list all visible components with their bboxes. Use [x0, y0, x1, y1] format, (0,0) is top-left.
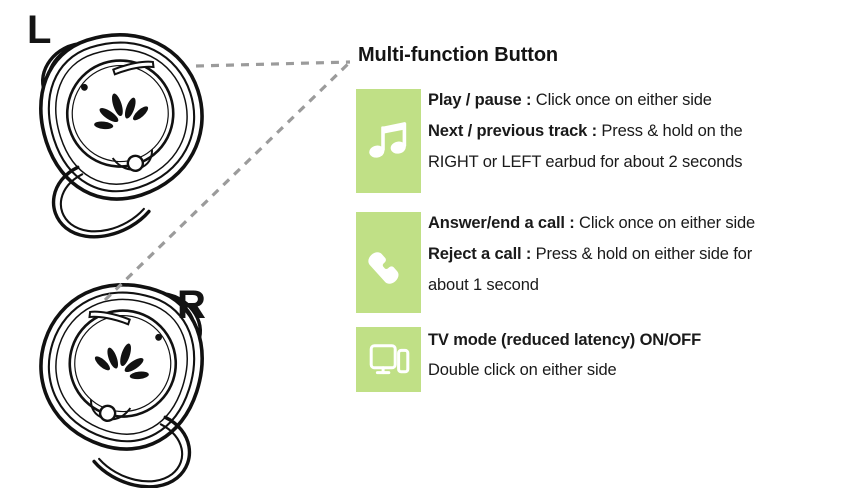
line-label: Play / pause :	[428, 91, 532, 109]
text-line: RIGHT or LEFT earbud for about 2 seconds	[428, 147, 846, 178]
text-line: Play / pause : Click once on either side	[428, 85, 846, 116]
leader-line-right	[103, 60, 352, 302]
text-line: Double click on either side	[428, 355, 846, 385]
leader-line-left	[195, 60, 351, 68]
music-note-glyph	[368, 122, 406, 158]
text-line: about 1 second	[428, 270, 846, 301]
text-line: Answer/end a call : Click once on either…	[428, 208, 846, 239]
functions-panel: Multi-function Button Play / pause : Cli…	[350, 0, 846, 488]
text-line: Reject a call : Press & hold on either s…	[428, 239, 846, 270]
line-label: Answer/end a call :	[428, 214, 575, 232]
line-body: Click once on either side	[531, 91, 712, 109]
page-title: Multi-function Button	[358, 44, 559, 66]
line-body: Press & hold on the	[596, 122, 743, 140]
line-label: Reject a call :	[428, 245, 532, 263]
earbud-label-right: R	[177, 283, 206, 327]
earbuds-svg	[39, 32, 352, 488]
text-line: Next / previous track : Press & hold on …	[428, 116, 846, 147]
line-label: Next / previous track :	[428, 122, 597, 140]
function-row-playback-text: Play / pause : Click once on either side…	[428, 85, 846, 178]
earbud-right	[39, 282, 204, 488]
tv-cast-icon	[356, 327, 421, 392]
line-body: Press & hold on either side for	[531, 245, 753, 263]
tv-cast-glyph	[369, 343, 409, 374]
phone-handset-icon	[356, 212, 421, 313]
earbud-label-left: L	[27, 8, 52, 52]
earbuds-illustration: L R	[0, 0, 352, 488]
line-label: TV mode (reduced latency) ON/OFF	[428, 331, 701, 349]
phone-handset-glyph	[367, 251, 399, 284]
text-line: TV mode (reduced latency) ON/OFF	[428, 325, 846, 355]
line-body: RIGHT or LEFT earbud for about 2 seconds	[428, 153, 743, 171]
line-body: about 1 second	[428, 276, 539, 294]
line-body: Click once on either side	[574, 214, 756, 232]
earbud-left	[39, 32, 204, 239]
line-body: Double click on either side	[428, 361, 617, 379]
function-row-tv-mode-text: TV mode (reduced latency) ON/OFF Double …	[428, 325, 846, 385]
music-note-icon	[356, 89, 421, 193]
function-row-calls-text: Answer/end a call : Click once on either…	[428, 208, 846, 301]
